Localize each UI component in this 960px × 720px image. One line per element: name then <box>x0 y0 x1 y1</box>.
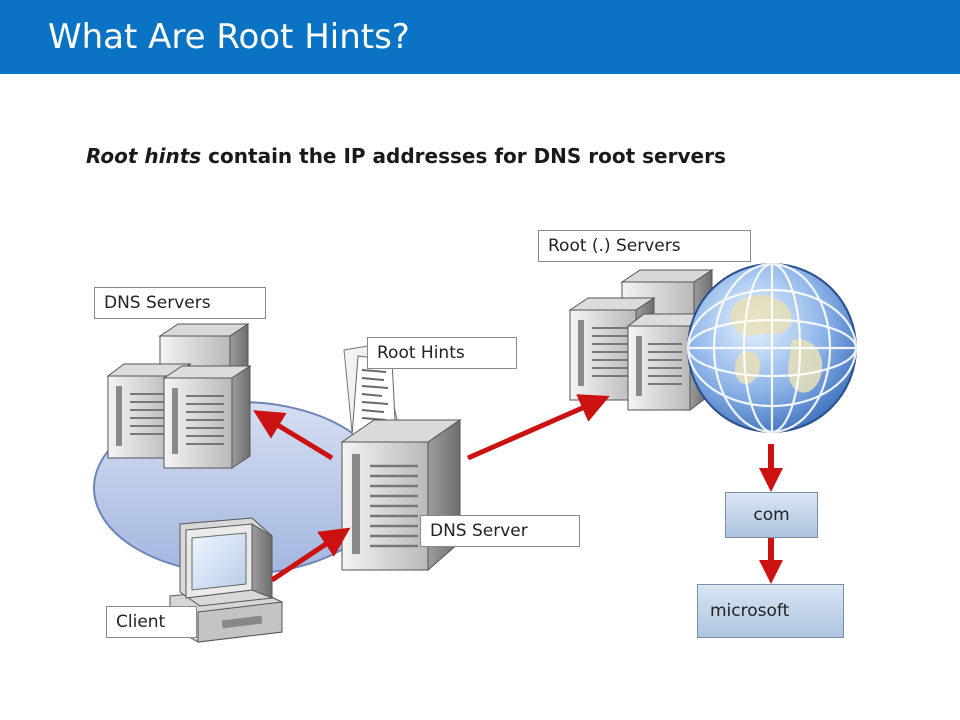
dns-server-icon <box>340 419 462 572</box>
dns-servers-label: DNS Servers <box>94 287 266 319</box>
globe-icon <box>686 262 858 434</box>
subtitle: Root hints contain the IP addresses for … <box>86 144 726 168</box>
slide-title: What Are Root Hints? <box>48 17 410 57</box>
client-label: Client <box>106 606 197 638</box>
com-zone-box: com <box>725 492 818 538</box>
root-servers-cluster-icon <box>568 269 714 411</box>
subtitle-emphasis: Root hints <box>86 144 202 168</box>
arrow-dns-server-to-root-servers <box>466 394 610 461</box>
root-hints-label: Root Hints <box>367 337 517 369</box>
subtitle-rest: contain the IP addresses for DNS root se… <box>201 144 726 168</box>
client-computer-icon <box>169 517 283 643</box>
arrow-client-to-dns-server <box>270 527 351 583</box>
microsoft-zone-box: microsoft <box>697 584 844 638</box>
dns-servers-cluster-icon <box>106 323 252 469</box>
title-bar: What Are Root Hints? <box>0 0 960 74</box>
dns-server-label: DNS Server <box>420 515 580 547</box>
arrow-dns-server-to-dns-servers <box>253 410 334 461</box>
root-servers-label: Root (.) Servers <box>538 230 751 262</box>
